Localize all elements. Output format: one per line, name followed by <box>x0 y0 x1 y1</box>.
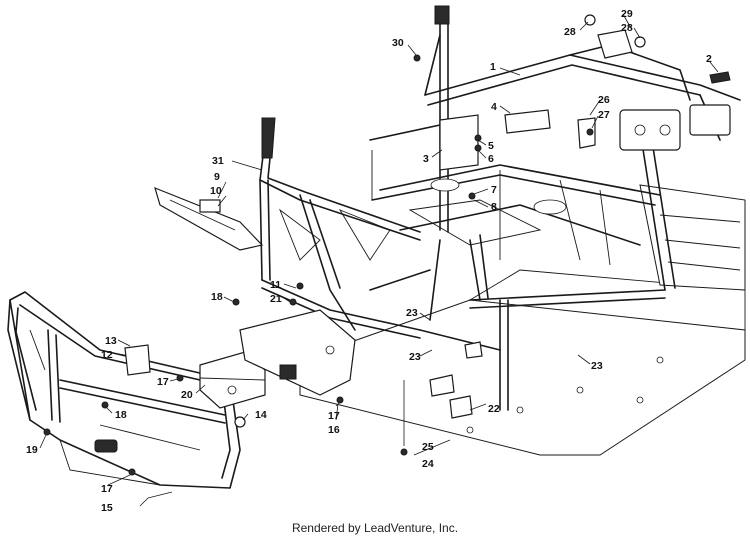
callout-3: 3 <box>423 153 429 165</box>
callout-18b: 18 <box>115 409 127 421</box>
callout-labels: 1 2 3 4 5 6 7 8 9 10 11 12 13 14 15 16 1… <box>26 8 712 514</box>
part-9-side-brace <box>154 186 264 251</box>
callout-6: 6 <box>488 153 494 165</box>
callout-17a: 17 <box>157 376 169 388</box>
cargo-floor <box>639 184 746 291</box>
callout-4: 4 <box>491 101 497 113</box>
callout-29: 29 <box>621 8 633 20</box>
callout-25: 25 <box>422 441 434 453</box>
callout-2: 2 <box>706 53 712 65</box>
top-rear-brackets <box>584 14 646 59</box>
callout-20: 20 <box>181 389 193 401</box>
skid-plate <box>299 269 746 456</box>
callout-17c: 17 <box>101 483 113 495</box>
callout-17b: 17 <box>328 410 340 422</box>
callout-21: 21 <box>270 293 282 305</box>
part-12-bracket <box>124 344 151 376</box>
callout-28b: 28 <box>621 22 633 34</box>
callout-26: 26 <box>598 94 610 106</box>
callout-10: 10 <box>210 185 222 197</box>
callout-27: 27 <box>598 109 610 121</box>
part-3-bracket <box>439 114 479 171</box>
callout-14: 14 <box>255 409 267 421</box>
footer-credit: Rendered by LeadVenture, Inc. <box>291 521 459 535</box>
callout-31: 31 <box>212 155 224 167</box>
callout-30: 30 <box>392 37 404 49</box>
callout-16: 16 <box>328 424 340 436</box>
callout-8: 8 <box>491 201 497 213</box>
callout-9: 9 <box>214 171 220 183</box>
part-22-bracket <box>429 341 483 419</box>
front-mount <box>234 309 356 428</box>
rops-bracket-rear <box>434 5 450 25</box>
callout-7: 7 <box>491 184 497 196</box>
callout-11: 11 <box>270 279 281 291</box>
callout-12: 12 <box>101 349 113 361</box>
callout-19: 19 <box>26 444 38 456</box>
callout-23a: 23 <box>406 307 418 319</box>
part-4 <box>504 109 551 134</box>
callout-18a: 18 <box>211 291 223 303</box>
callout-23c: 23 <box>591 360 603 372</box>
part-26-bracket <box>577 117 596 149</box>
callout-23b: 23 <box>409 351 421 363</box>
leader-lines <box>39 13 719 507</box>
callout-13: 13 <box>105 335 117 347</box>
callout-15: 15 <box>101 502 113 514</box>
callout-24: 24 <box>422 458 434 470</box>
main-frame <box>259 9 741 411</box>
callout-5: 5 <box>488 140 494 152</box>
callout-28a: 28 <box>564 26 576 38</box>
callout-22: 22 <box>488 403 500 415</box>
rops-bracket-front <box>261 117 276 159</box>
part-2 <box>709 71 731 84</box>
callout-1: 1 <box>490 61 496 73</box>
